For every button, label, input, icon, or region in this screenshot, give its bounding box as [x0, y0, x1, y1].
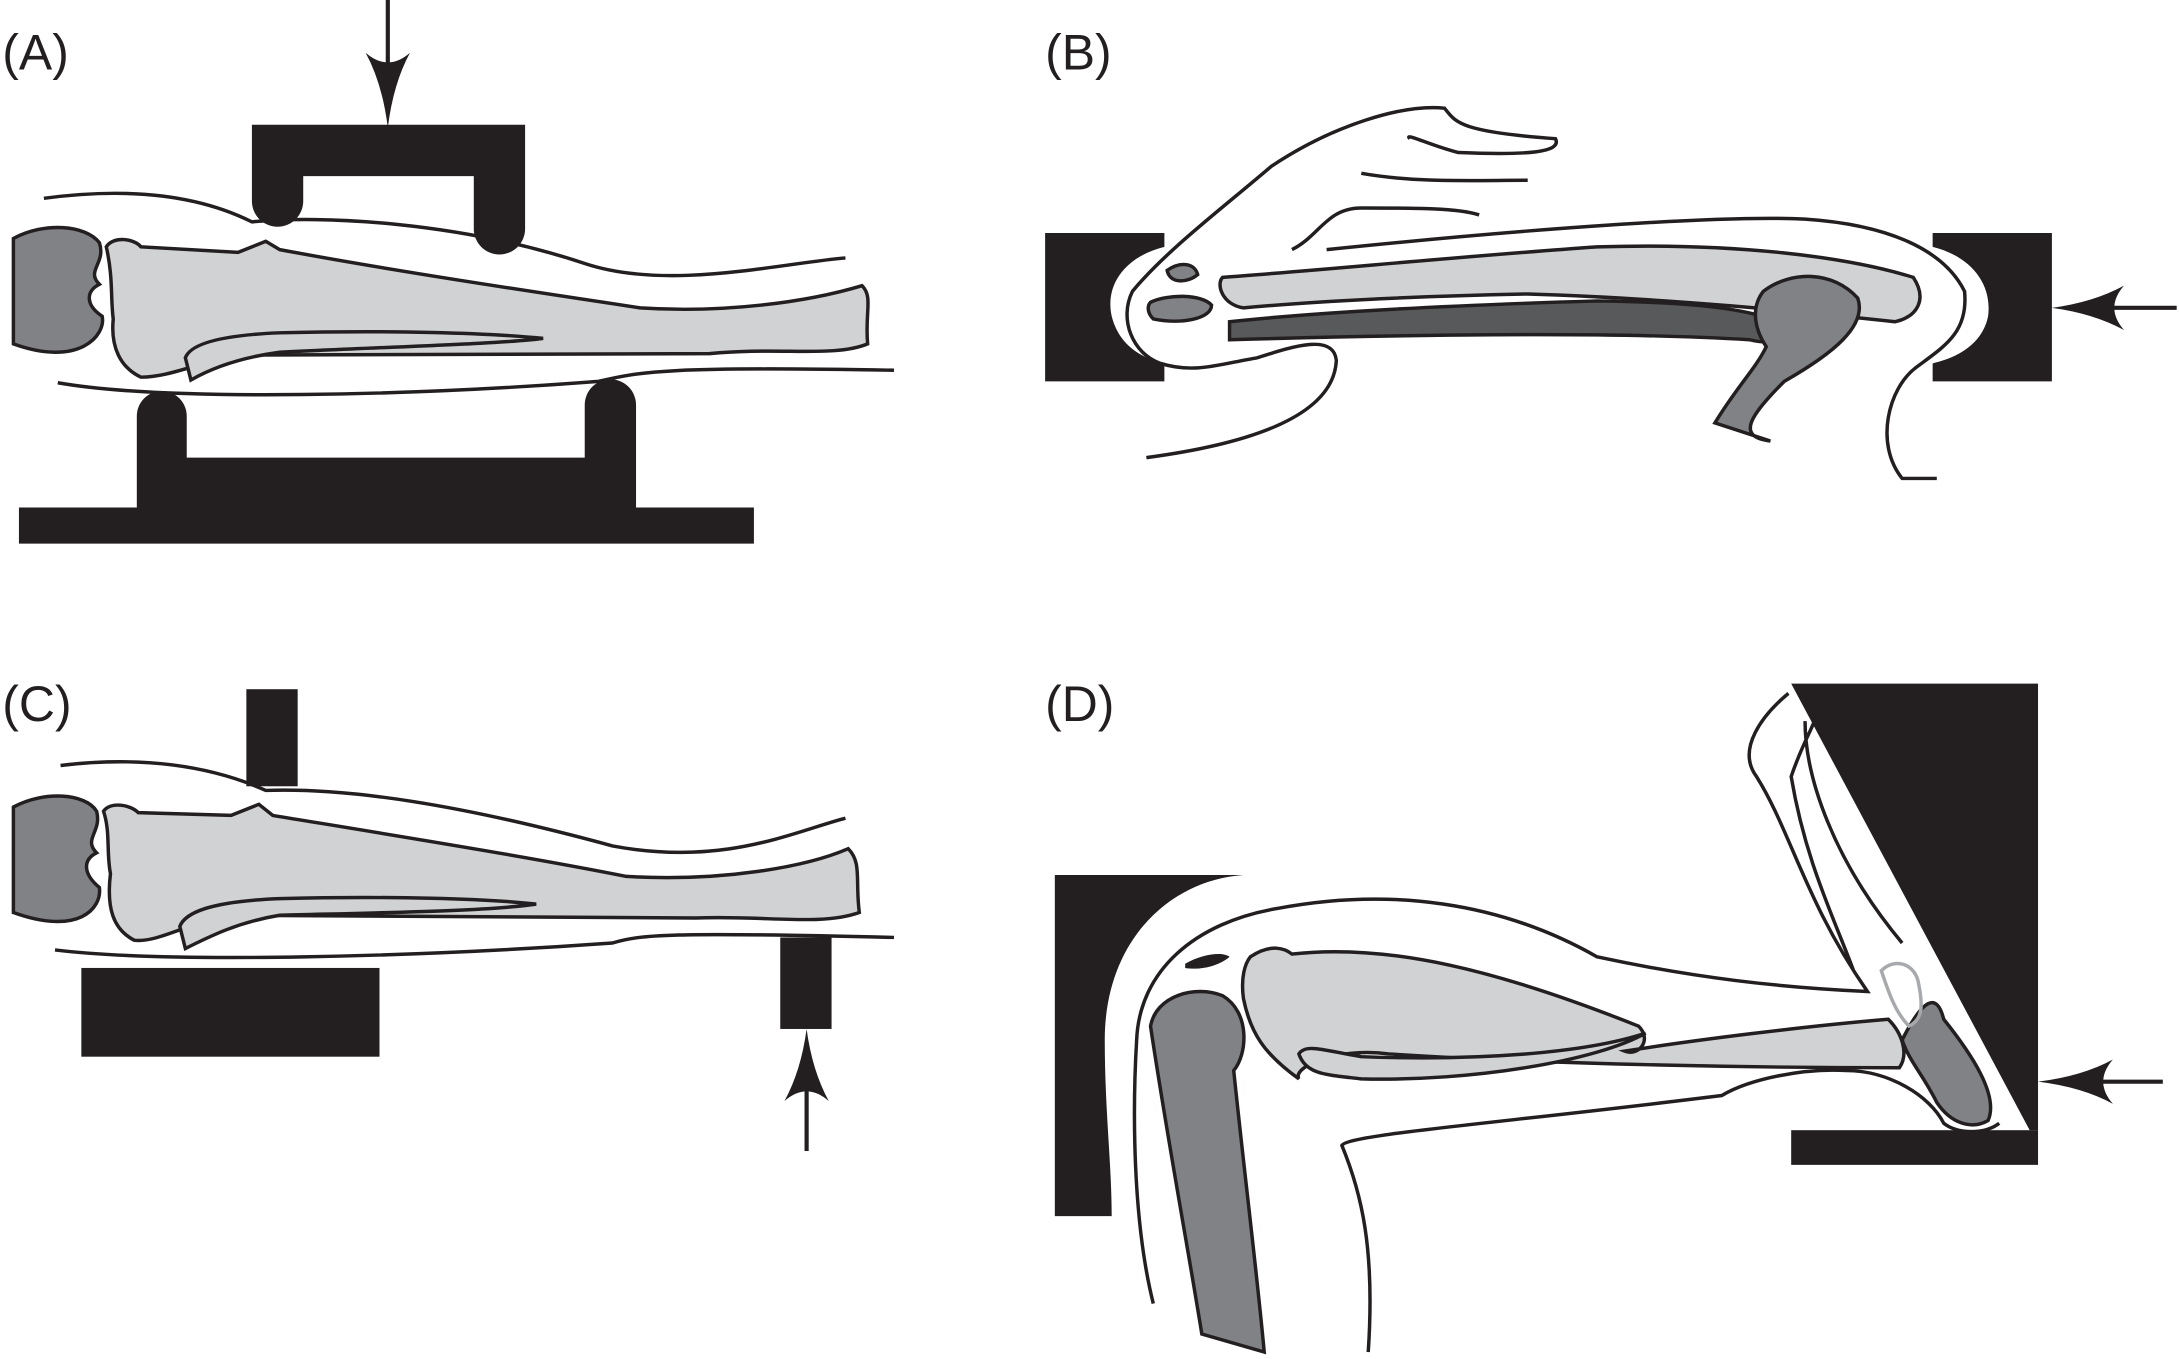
- panel-b-label: (B): [1045, 24, 1112, 80]
- upper-loading-fixture-a: [251, 124, 526, 255]
- loading-fixture-c: [780, 937, 832, 1029]
- load-arrow-a: [365, 0, 410, 128]
- panel-a: (A): [2, 0, 895, 544]
- skin-outline-c: [54, 760, 895, 960]
- leg-outline-d: [1132, 692, 1904, 1304]
- lower-outline-d: [1339, 1068, 2001, 1353]
- triangle-fixture-d: [1791, 683, 2039, 1131]
- left-fixture-d: [1054, 875, 1244, 1217]
- panel-a-label: (A): [2, 24, 69, 80]
- tarsal-bones-d: [1900, 1000, 1993, 1127]
- skin-outline-a: [43, 191, 895, 397]
- carpal-bones-b: [1146, 262, 1214, 323]
- fibula-c: [177, 895, 537, 952]
- load-arrow-c: [784, 1028, 829, 1151]
- lower-support-fixture-a: [18, 379, 754, 544]
- femoral-condyle-c: [11, 794, 102, 924]
- patella-d: [1185, 954, 1230, 969]
- paw-outline-b: [1125, 105, 1558, 460]
- upper-fixture-c: [246, 689, 298, 787]
- load-arrow-d: [2038, 1059, 2163, 1104]
- base-fixture-d: [1791, 1130, 2039, 1165]
- calcaneus-outline-d: [1879, 961, 1923, 1029]
- panel-c: (C): [2, 676, 895, 1151]
- femoral-condyle-a: [11, 225, 105, 354]
- humerus-head-b: [1712, 274, 1862, 443]
- load-arrow-b: [2051, 285, 2177, 331]
- fibula-a: [183, 330, 544, 383]
- lower-support-fixture-c: [81, 967, 380, 1057]
- radius-b: [1218, 244, 1922, 324]
- femur-d: [1148, 989, 1267, 1355]
- right-fixture-b: [1932, 232, 2052, 382]
- panel-c-label: (C): [2, 676, 71, 732]
- ulna-b: [1227, 299, 1795, 344]
- panel-b: (B): [1045, 24, 2177, 481]
- fibula-d: [1296, 1031, 1647, 1081]
- left-fixture-b: [1045, 232, 1165, 382]
- panel-d: (D): [1045, 676, 2163, 1355]
- panel-d-label: (D): [1045, 676, 1114, 732]
- body-outline-b: [1326, 216, 1967, 481]
